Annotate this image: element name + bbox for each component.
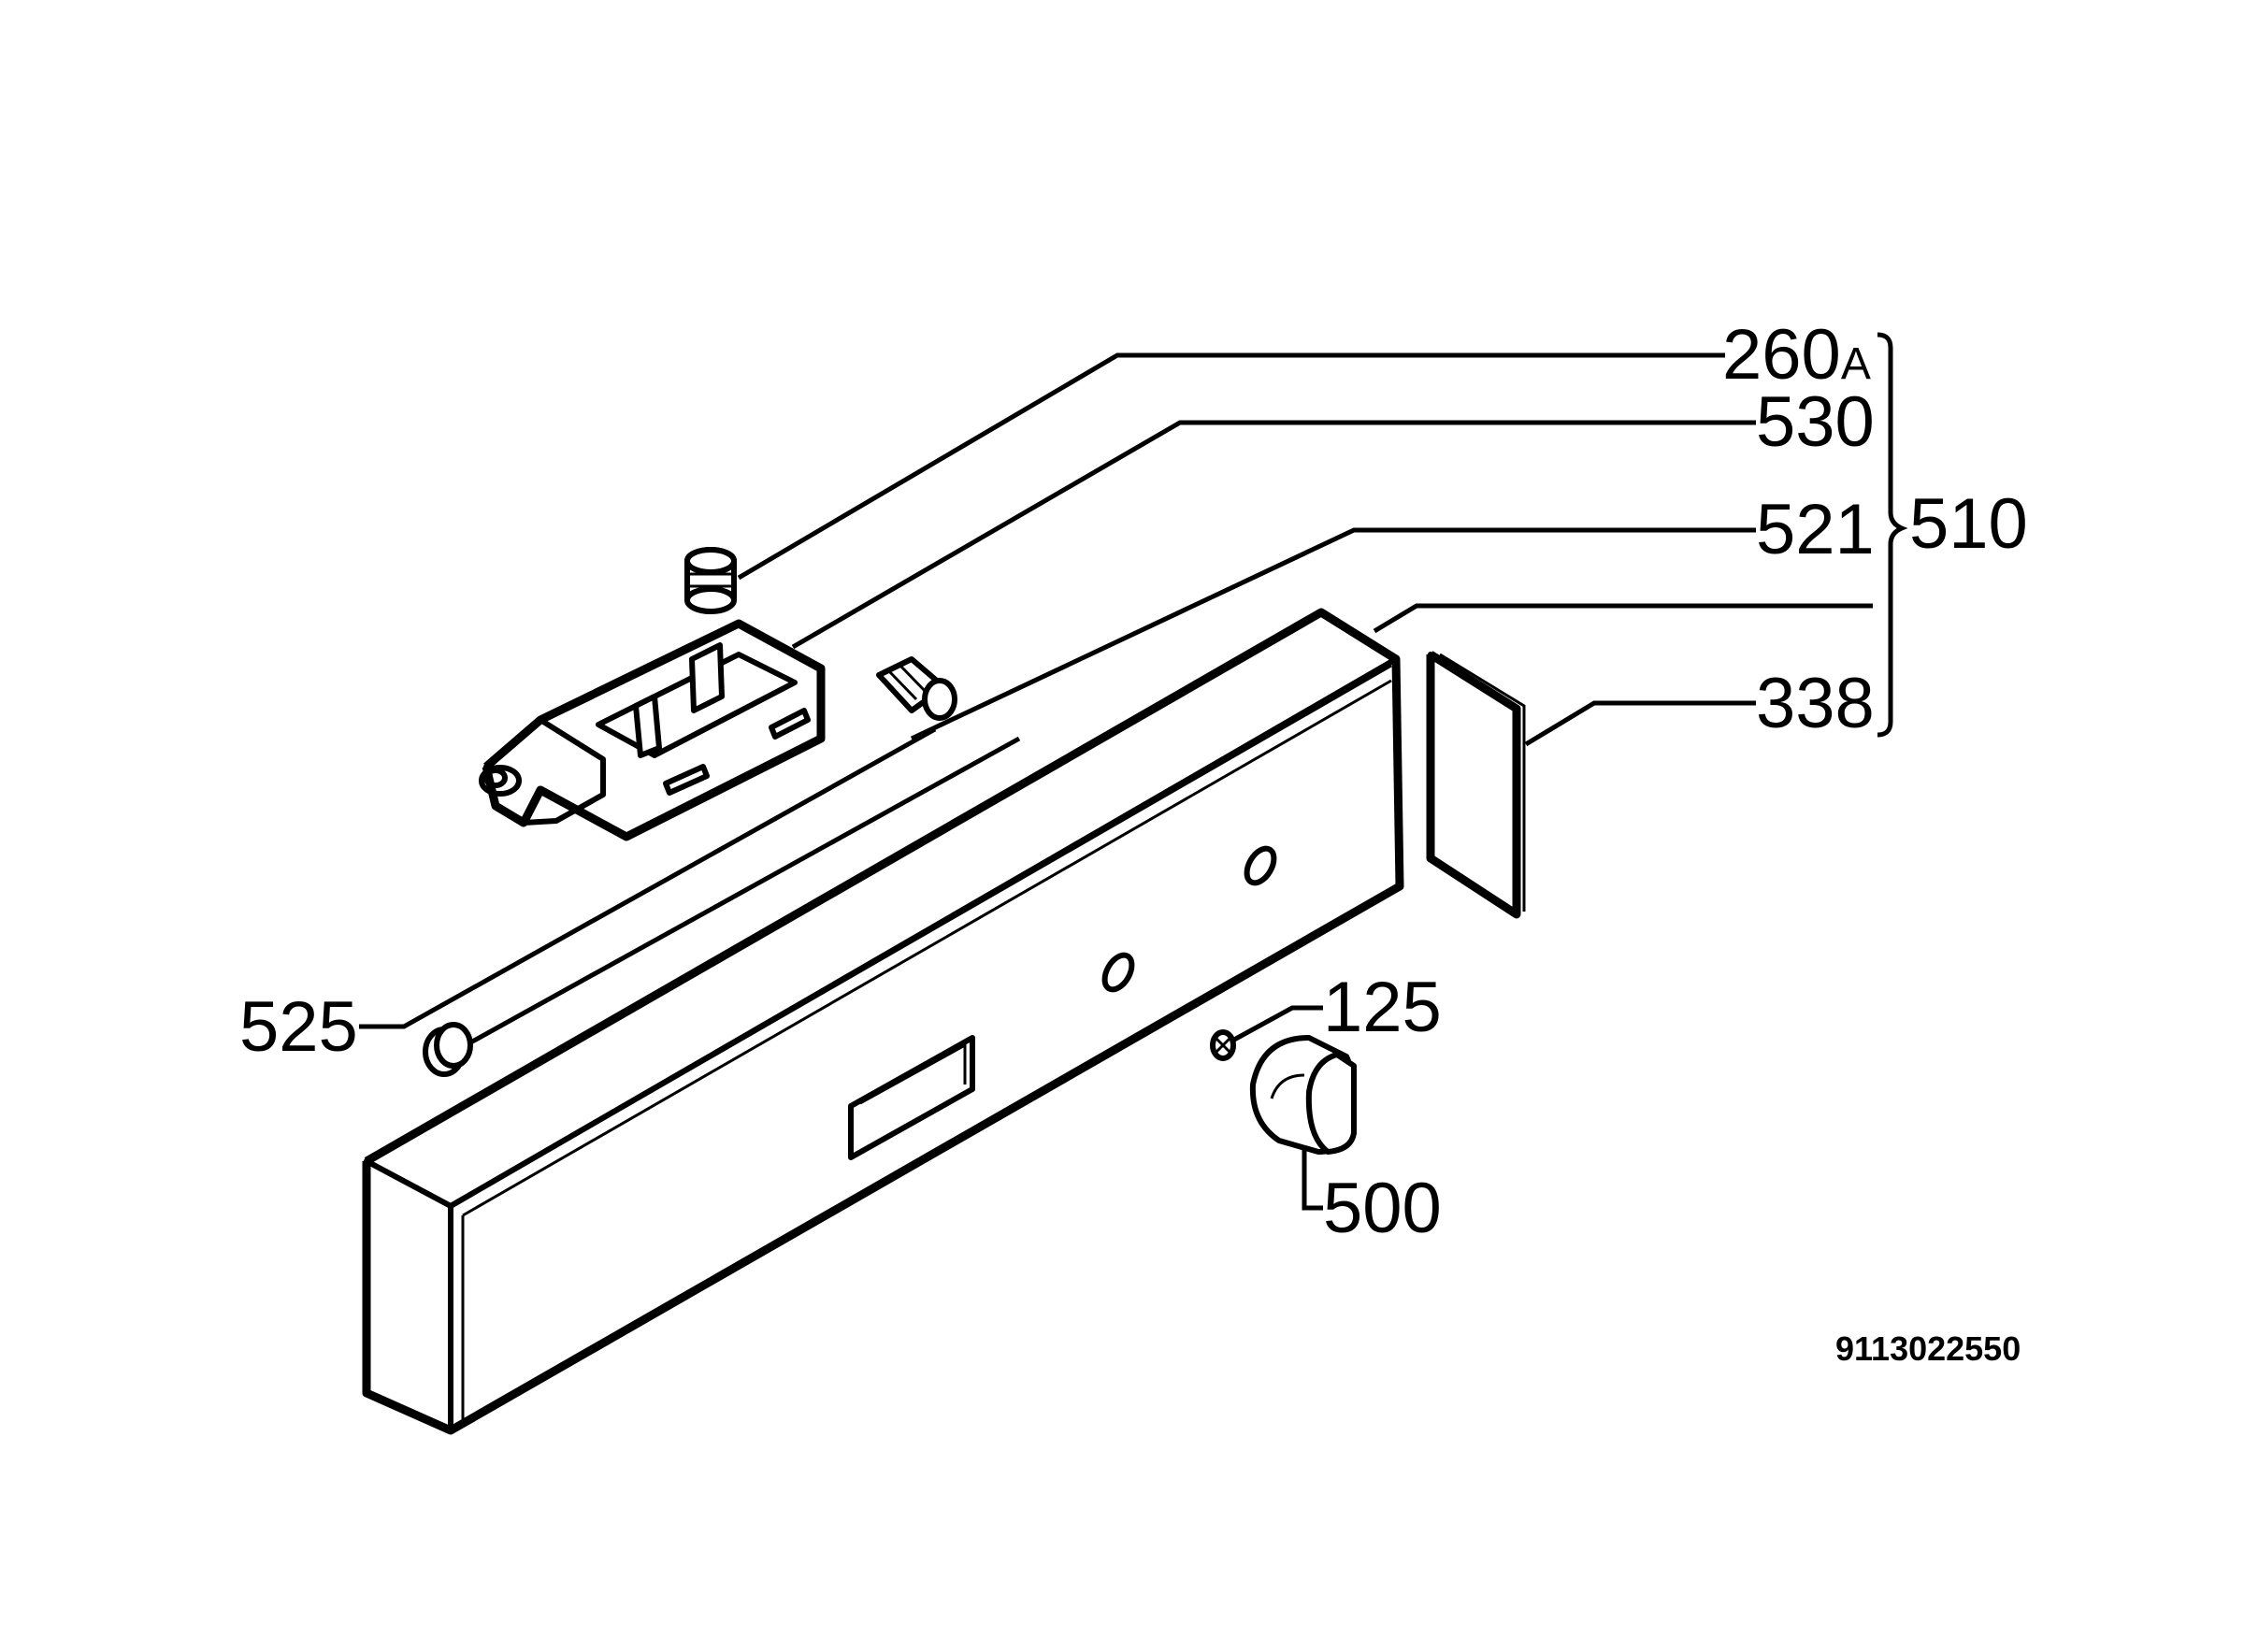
leader-125 — [1232, 1005, 1323, 1042]
leader-510-frame — [1373, 603, 1873, 634]
indicator-lamp-part — [876, 656, 957, 721]
leader-525b — [464, 736, 1021, 1048]
end-cover-plate — [1426, 651, 1526, 919]
leader-lines — [359, 352, 1873, 1211]
leader-525 — [359, 726, 937, 1029]
callout-labels: 260A 530 521 510 338 525 125 500 — [239, 315, 2028, 1248]
leader-260a — [737, 352, 1725, 581]
spring-cap-part — [684, 547, 737, 614]
display-window — [848, 1035, 975, 1160]
group-bracket-510 — [1877, 332, 1908, 738]
button-part — [423, 1022, 473, 1077]
drawing-number: 9113022550 — [1835, 1329, 2021, 1368]
panel-hole-right — [1244, 845, 1277, 886]
callout-525: 525 — [239, 987, 358, 1067]
callout-338: 338 — [1756, 664, 1875, 743]
screw-part — [1210, 1029, 1236, 1061]
switch-bracket-part — [479, 619, 826, 841]
callout-260a: 260A — [1722, 315, 1871, 395]
leader-338 — [1524, 700, 1756, 747]
callout-521: 521 — [1756, 490, 1875, 569]
callout-530: 530 — [1756, 382, 1875, 462]
leader-500 — [1302, 1142, 1323, 1211]
knob-part — [1249, 1035, 1357, 1155]
callout-500: 500 — [1323, 1169, 1442, 1248]
control-panel-housing — [362, 608, 1404, 1435]
leader-521 — [910, 527, 1756, 741]
callout-125: 125 — [1323, 968, 1442, 1047]
panel-hole-left — [1101, 952, 1135, 993]
leader-530 — [791, 420, 1756, 650]
callout-510: 510 — [1909, 484, 2028, 564]
